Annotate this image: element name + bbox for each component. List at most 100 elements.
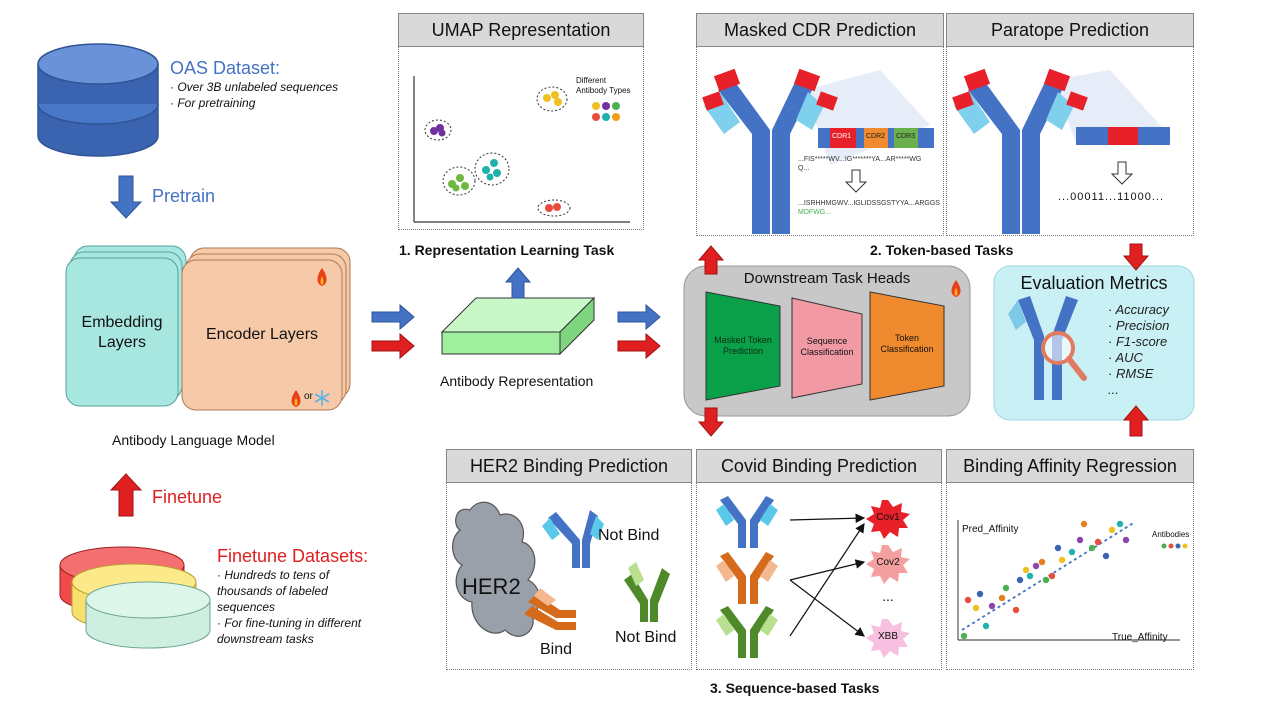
pretrain-label: Pretrain (152, 186, 216, 206)
embedding-label: Embedding (81, 314, 163, 331)
finetune-datasets-icon (59, 546, 211, 649)
umap-plot (413, 76, 630, 223)
cov2-label: Cov2 (876, 557, 900, 568)
paratope-antibody-icon (952, 68, 1172, 234)
her2-title: HER2 Binding Prediction (446, 449, 692, 483)
covid-antibody-blue (716, 496, 778, 548)
affinity-point (998, 594, 1006, 602)
metric-item: · F1-score (1108, 334, 1168, 349)
umap-legend-label: Antibody Types (576, 86, 631, 95)
masked-cdr-title: Masked CDR Prediction (696, 13, 944, 47)
affinity-ylabel: Pred_Affinity (962, 524, 1019, 535)
masked-down-arrow (844, 169, 868, 193)
covid-antibody-orange (716, 552, 778, 604)
metric-item: · Accuracy (1108, 302, 1169, 317)
affinity-xlabel: True_Affinity (1112, 632, 1168, 643)
cdr3-label: CDR3 (896, 133, 916, 140)
not-bind-antibody-icon (542, 510, 604, 568)
affinity-point (1012, 606, 1020, 614)
oas-bullet: · For pretraining (170, 96, 256, 110)
fire-icon (951, 280, 961, 297)
representation-task-label: 1. Representation Learning Task (399, 242, 615, 258)
seqcls-head-label: Sequence (806, 336, 848, 346)
affinity-point (976, 590, 984, 598)
eval-antibody-icon (1008, 296, 1078, 400)
affinity-point (1042, 576, 1050, 584)
covid-antibody-green (716, 606, 778, 658)
or-label: or (304, 391, 313, 402)
embedding-layers-stack (65, 245, 187, 407)
oas-dataset-title: OAS Dataset: (170, 58, 281, 78)
finetune-bullet: · For fine-tuning in different (217, 616, 362, 630)
affinity-point (972, 604, 980, 612)
metric-item: · RMSE (1108, 366, 1154, 381)
umap-legend-dot (592, 113, 600, 121)
fire-icon (317, 268, 327, 286)
representation-to-heads-arrows (617, 303, 661, 360)
affinity-point (1058, 556, 1066, 564)
embedding-label: Layers (97, 334, 147, 351)
affinity-point (1122, 536, 1130, 544)
affinity-point (1032, 562, 1040, 570)
heads-title: Downstream Task Heads (743, 270, 911, 287)
cov1-label: Cov1 (876, 512, 900, 523)
affinity-point (988, 602, 996, 610)
affinity-point (1048, 572, 1056, 580)
affinity-point (1038, 558, 1046, 566)
her2-cloud-label: HER2 (462, 574, 521, 599)
token-tasks-label: 2. Token-based Tasks (870, 242, 1014, 258)
xbb-virus-icon (866, 619, 910, 658)
umap-legend-dot (602, 102, 610, 110)
umap-panel (398, 46, 644, 230)
heads-up-arrow (697, 245, 725, 275)
model-label: Antibody Language Model (112, 432, 275, 448)
affinity-point (1088, 544, 1096, 552)
paratope-title: Paratope Prediction (946, 13, 1194, 47)
finetune-bullet: thousands of labeled (217, 584, 328, 598)
not-bind-antibody-icon-2 (624, 562, 670, 622)
antibody-representation-label: Antibody Representation (440, 373, 594, 389)
affinity-point (1080, 520, 1088, 528)
covid-title: Covid Binding Prediction (696, 449, 942, 483)
affinity-point (1108, 526, 1116, 534)
affinity-point (964, 596, 972, 604)
paratope-panel (946, 46, 1194, 236)
ellipsis-label: ... (882, 588, 894, 604)
antibody-representation-slab (440, 296, 596, 356)
umap-legend-dots (592, 102, 620, 121)
umap-legend-dot (612, 113, 620, 121)
metric-item: ... (1108, 382, 1119, 397)
cdr-sequence-bar (818, 128, 934, 148)
affinity-point (1016, 576, 1024, 584)
umap-legend-dot (592, 102, 600, 110)
affinity-point (1102, 552, 1110, 560)
xbb-label: XBB (877, 631, 898, 642)
affinity-point (1022, 566, 1030, 574)
affinity-point (1026, 572, 1034, 580)
affinity-point (982, 622, 990, 630)
pretrain-arrow (109, 175, 143, 219)
encoder-label: Encoder Layers (205, 326, 319, 343)
heads-down-arrow (697, 407, 725, 437)
masked-head-label: Masked Token (714, 335, 772, 345)
sequence-tasks-label: 3. Sequence-based Tasks (710, 680, 880, 696)
affinity-point (1076, 536, 1084, 544)
metric-item: · Precision (1108, 318, 1170, 333)
umap-legend-dot (602, 113, 610, 121)
umap-legend-label: Different (576, 76, 607, 85)
affinity-point (1116, 520, 1124, 528)
finetune-arrow (109, 473, 143, 517)
affinity-point (1094, 538, 1102, 546)
umap-legend-dot (612, 102, 620, 110)
sequence-to-eval-arrow (1122, 405, 1150, 437)
encoder-layers-stack (181, 247, 351, 411)
oas-database-icon (37, 43, 159, 157)
finetune-bullet: sequences (217, 600, 276, 614)
oas-bullet: · Over 3B unlabeled sequences (170, 80, 339, 94)
not-bind-label: Not Bind (598, 527, 660, 544)
snowflake-icon (314, 390, 330, 406)
affinity-legend-label: Antibodies (1152, 530, 1190, 539)
affinity-legend-dots (1161, 543, 1188, 549)
paratope-sequence: ...00011...11000... (1058, 191, 1165, 203)
